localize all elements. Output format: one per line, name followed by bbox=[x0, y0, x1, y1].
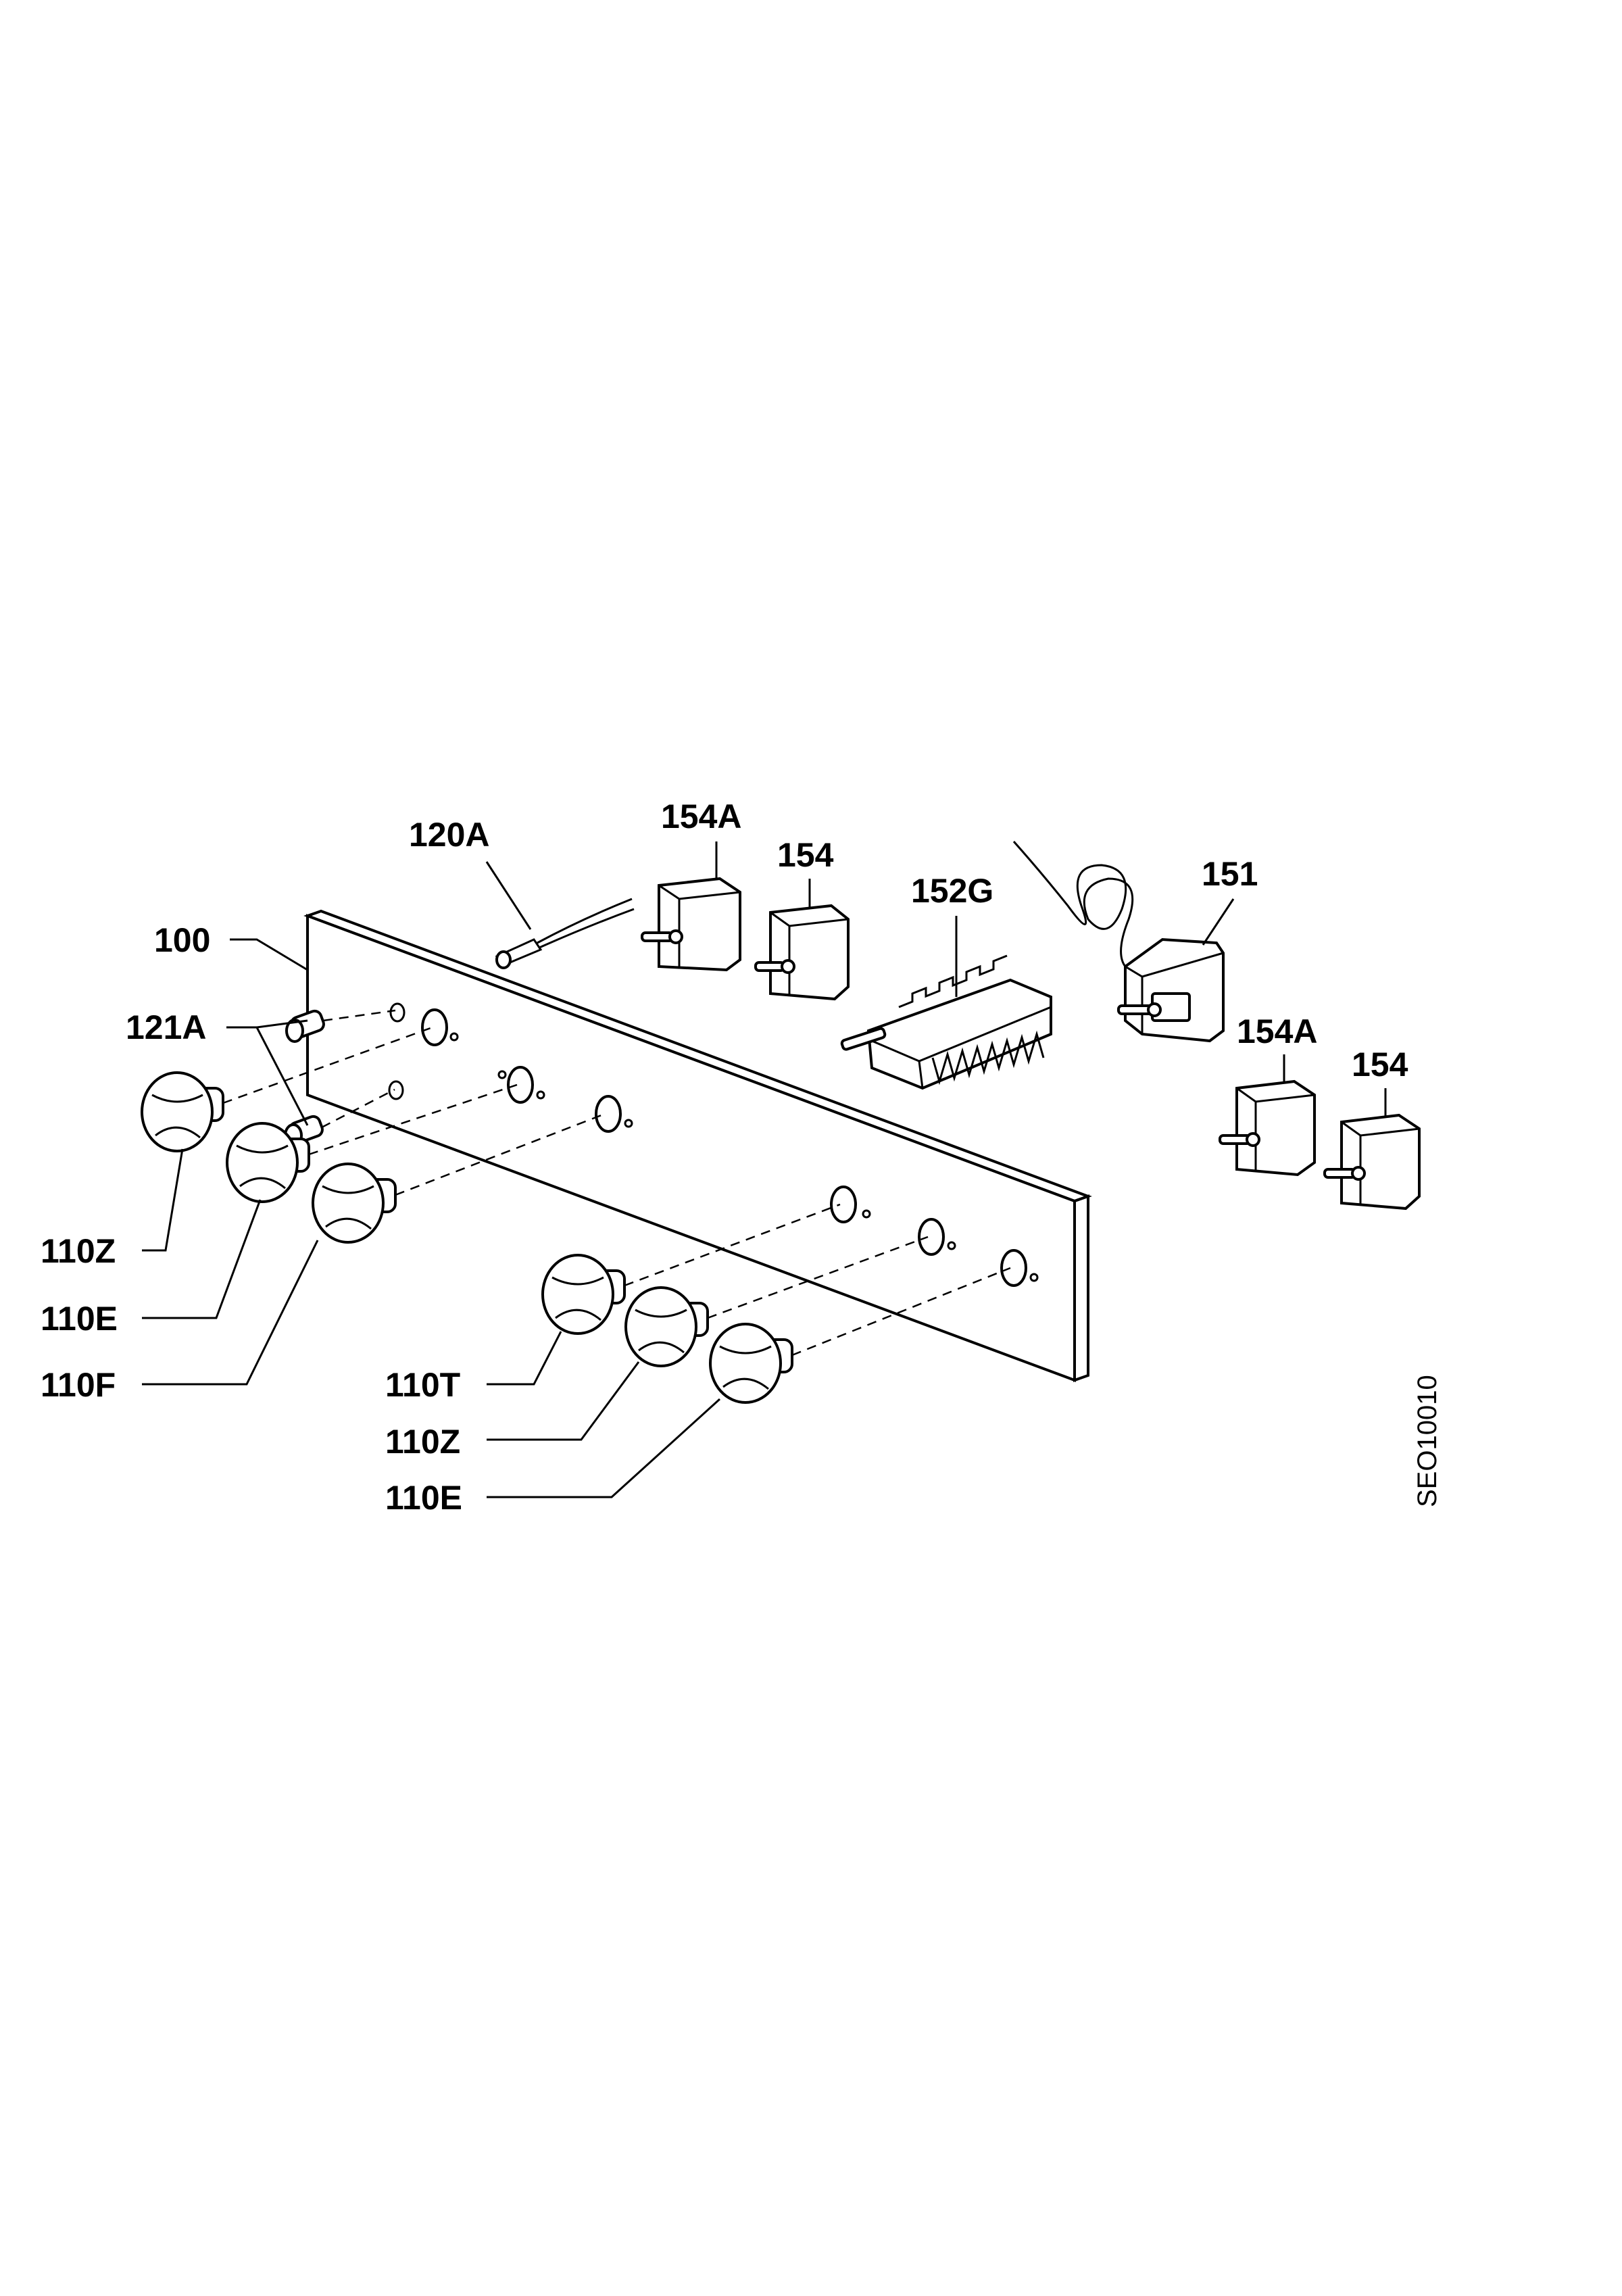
rotary-switch-154-top bbox=[754, 904, 850, 1001]
rotary-switch-154-right bbox=[1323, 1113, 1421, 1211]
thermostat bbox=[1012, 841, 1225, 1043]
label-152g: 152G bbox=[911, 872, 993, 910]
label-110e-right: 110E bbox=[385, 1479, 462, 1517]
label-154a-right: 154A bbox=[1237, 1012, 1318, 1050]
control-panel bbox=[303, 909, 1092, 1382]
label-154-right: 154 bbox=[1352, 1046, 1408, 1083]
label-120a: 120A bbox=[409, 816, 490, 854]
leader-lines bbox=[142, 841, 1387, 1498]
label-154-top: 154 bbox=[777, 836, 834, 874]
selector-switch bbox=[840, 954, 1052, 1090]
label-100: 100 bbox=[154, 921, 210, 959]
label-154a-top: 154A bbox=[661, 798, 742, 835]
knob-left-2 bbox=[226, 1122, 310, 1203]
lamp-holder-upper bbox=[285, 1009, 325, 1043]
knob-right-1 bbox=[541, 1254, 626, 1335]
assembly-lines bbox=[222, 1009, 1011, 1357]
label-110z-right: 110Z bbox=[385, 1423, 460, 1461]
label-110f-left: 110F bbox=[41, 1366, 116, 1404]
label-151: 151 bbox=[1202, 855, 1258, 893]
knob-right-3 bbox=[709, 1323, 793, 1404]
figure-code: SEO10010 bbox=[1412, 1375, 1442, 1507]
knob-left-3 bbox=[312, 1163, 397, 1244]
rotary-switch-154a-top bbox=[641, 877, 741, 972]
callout-labels: 100 121A 120A 154A 154 152G 151 154A 154… bbox=[41, 798, 1408, 1517]
knob-left-1 bbox=[141, 1071, 224, 1152]
label-110z-left: 110Z bbox=[41, 1232, 116, 1270]
label-110e-left: 110E bbox=[41, 1300, 118, 1338]
rotary-switch-154a-right bbox=[1219, 1079, 1316, 1177]
label-121a: 121A bbox=[126, 1008, 207, 1046]
label-110t-right: 110T bbox=[385, 1366, 460, 1404]
knob-right-2 bbox=[624, 1286, 709, 1367]
indicator-lamp bbox=[495, 898, 635, 969]
